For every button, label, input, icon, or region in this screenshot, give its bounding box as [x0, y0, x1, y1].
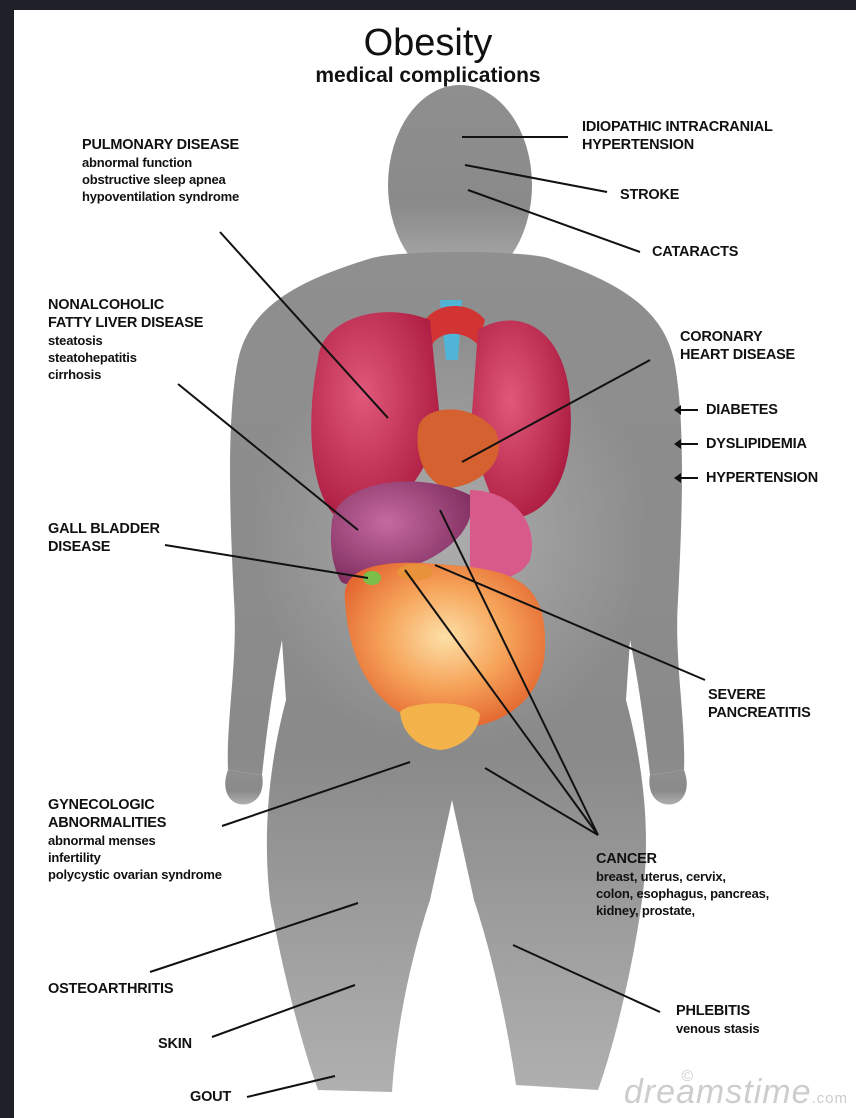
label-nafld: NONALCOHOLIC FATTY LIVER DISEASE steatos… [48, 296, 203, 383]
label-pancreatitis: SEVERE PANCREATITIS [708, 686, 811, 722]
label-coronary-line2: HEART DISEASE [680, 346, 795, 364]
label-gout: GOUT [190, 1088, 231, 1106]
label-gyn: GYNECOLOGIC ABNORMALITIES abnormal mense… [48, 796, 222, 883]
label-nafld-item: steatosis [48, 332, 203, 349]
label-coronary: CORONARY HEART DISEASE [680, 328, 795, 364]
label-gyn-heading-2: ABNORMALITIES [48, 814, 222, 832]
label-skin: SKIN [158, 1035, 192, 1053]
label-cancer: CANCER breast, uterus, cervix, colon, es… [596, 850, 769, 919]
label-osteoarthritis: OSTEOARTHRITIS [48, 980, 173, 998]
watermark: ©dreamstime.com [611, 1073, 848, 1112]
pancreas [397, 564, 433, 580]
diagram-title-block: Obesity medical complications [0, 22, 856, 88]
label-gall: GALL BLADDER DISEASE [48, 520, 160, 556]
risk-factor-hypertension: HYPERTENSION [676, 469, 818, 487]
page-title: Obesity [0, 22, 856, 64]
risk-factor-diabetes: DIABETES [676, 401, 778, 419]
watermark-suffix: .com [811, 1090, 848, 1107]
label-nafld-item: cirrhosis [48, 366, 203, 383]
label-cancer-heading: CANCER [596, 850, 769, 868]
label-stroke: STROKE [620, 186, 679, 204]
arrow-left-icon [676, 443, 698, 445]
label-gyn-item: polycystic ovarian syndrome [48, 866, 222, 883]
label-nafld-heading-2: FATTY LIVER DISEASE [48, 314, 203, 332]
label-gall-line1: GALL BLADDER [48, 520, 160, 538]
watermark-text: dreamstime [624, 1073, 812, 1111]
label-pancreatitis-line1: SEVERE [708, 686, 811, 704]
label-pulmonary-item: hypoventilation syndrome [82, 188, 239, 205]
label-gyn-item: abnormal menses [48, 832, 222, 849]
label-cancer-item: colon, esophagus, pancreas, [596, 885, 769, 902]
label-phlebitis: PHLEBITIS venous stasis [676, 1002, 759, 1037]
right-hand [649, 770, 686, 805]
label-gall-line2: DISEASE [48, 538, 160, 556]
label-pulmonary-item: obstructive sleep apnea [82, 171, 239, 188]
arrow-left-icon [676, 409, 698, 411]
label-nafld-item: steatohepatitis [48, 349, 203, 366]
watermark-symbol: © [681, 1068, 694, 1085]
label-iih: IDIOPATHIC INTRACRANIAL HYPERTENSION [582, 118, 773, 154]
label-iih-line2: HYPERTENSION [582, 136, 773, 154]
label-phlebitis-heading: PHLEBITIS [676, 1002, 759, 1020]
label-iih-line1: IDIOPATHIC INTRACRANIAL [582, 118, 773, 136]
label-cancer-item: kidney, prostate, [596, 902, 769, 919]
label-cataracts: CATARACTS [652, 243, 738, 261]
label-coronary-line1: CORONARY [680, 328, 795, 346]
label-nafld-heading-1: NONALCOHOLIC [48, 296, 203, 314]
label-gyn-item: infertility [48, 849, 222, 866]
label-pancreatitis-line2: PANCREATITIS [708, 704, 811, 722]
label-gyn-heading-1: GYNECOLOGIC [48, 796, 222, 814]
risk-factor-dyslipidemia: DYSLIPIDEMIA [676, 435, 807, 453]
arrow-left-icon [676, 477, 698, 479]
risk-factor-label: DYSLIPIDEMIA [706, 436, 807, 452]
risk-factor-label: DIABETES [706, 402, 778, 418]
label-cancer-item: breast, uterus, cervix, [596, 868, 769, 885]
risk-factor-label: HYPERTENSION [706, 470, 818, 486]
label-phlebitis-item: venous stasis [676, 1020, 759, 1037]
label-pulmonary-item: abnormal function [82, 154, 239, 171]
left-hand [225, 770, 262, 805]
label-pulmonary: PULMONARY DISEASE abnormal function obst… [82, 136, 239, 205]
page-subtitle: medical complications [0, 64, 856, 88]
label-pulmonary-heading: PULMONARY DISEASE [82, 136, 239, 154]
